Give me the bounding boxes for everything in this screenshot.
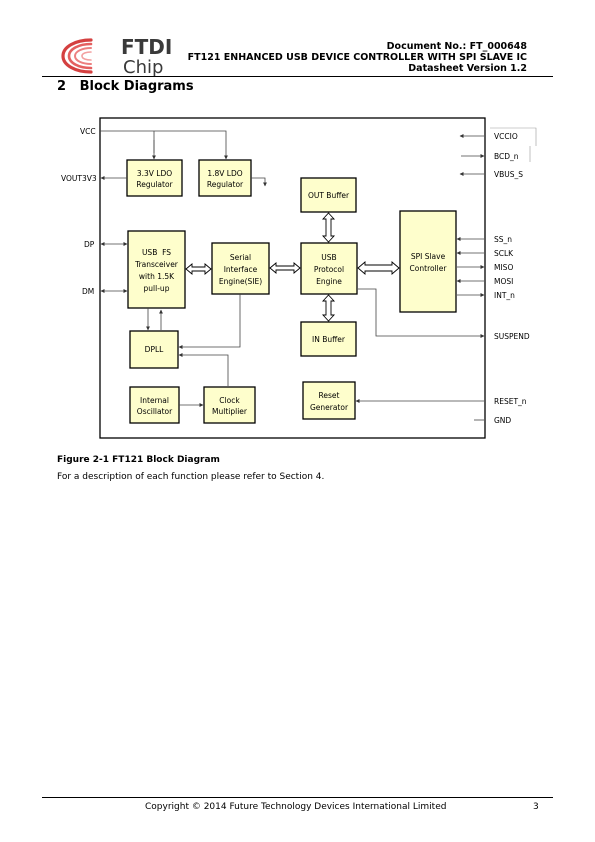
pin-ss-n: SS_n [494,235,512,244]
pin-miso: MISO [494,263,513,272]
block-reset-generator: Reset Generator [302,381,356,420]
transceiver-line-3: with 1.5K [139,272,175,281]
bus-arrow-outbuf-protocol [321,212,336,243]
header-divider [42,76,553,77]
ldo18-line-2: Regulator [207,180,244,189]
spi-line-1: SPI Slave [411,252,446,261]
block-internal-oscillator: Internal Oscillator [129,386,180,424]
spi-line-2: Controller [410,264,448,273]
out-buffer-label: OUT Buffer [308,191,350,200]
block-clock-multiplier: Clock Multiplier [203,386,256,424]
bus-arrow-protocol-spi [357,261,400,275]
ftdi-chip-logo: FTDI Chip [61,35,172,76]
datasheet-version: Datasheet Version 1.2 [408,63,527,74]
ldo33-line-1: 3.3V LDO [137,169,172,178]
vccio-bracket [490,127,537,162]
protocol-line-2: Protocol [314,265,344,274]
pin-gnd: GND [494,416,511,425]
logo-text-ftdi: FTDI [121,35,172,59]
pin-vcc: VCC [80,127,96,136]
pin-sclk: SCLK [494,249,514,258]
block-ldo-1v8: 1.8V LDO Regulator [198,159,252,197]
footer-copyright: Copyright © 2014 Future Technology Devic… [145,802,447,812]
osc-line-2: Oscillator [137,407,173,416]
logo-swoosh [61,38,93,74]
pin-dp: DP [84,240,95,249]
protocol-line-3: Engine [316,277,342,286]
bus-arrow-protocol-inbuf [321,294,336,322]
block-usb-protocol-engine: USB Protocol Engine [300,242,358,295]
pin-vccio: VCCIO [494,132,518,141]
pin-int-n: INT_n [494,291,515,300]
logo-text-chip: Chip [123,57,163,76]
bus-arrow-transceiver-sie [185,263,212,275]
pin-mosi: MOSI [494,277,513,286]
ldo18-line-1: 1.8V LDO [207,169,242,178]
transceiver-line-2: Transceiver [134,260,179,269]
footer-divider [42,797,553,798]
block-sie: Serial Interface Engine(SIE) [211,242,270,295]
section-heading: 2 Block Diagrams [57,79,194,94]
ldo33-line-2: Regulator [136,180,173,189]
sie-line-3: Engine(SIE) [219,277,262,286]
page-number: 3 [533,802,539,812]
dpll-label: DPLL [145,345,164,354]
osc-line-1: Internal [140,396,169,405]
reset-line-1: Reset [319,391,340,400]
bus-arrow-sie-protocol [269,262,301,274]
pin-bcd-n: BCD_n [494,152,519,161]
figure-caption: Figure 2-1 FT121 Block Diagram [57,455,220,465]
document-number: Document No.: FT_000648 [386,41,527,52]
clk-line-2: Multiplier [212,407,248,416]
pin-reset-n: RESET_n [494,397,527,406]
product-title: FT121 ENHANCED USB DEVICE CONTROLLER WIT… [187,52,527,63]
left-pin-labels: VCC VOUT3V3 DP DM [61,127,97,296]
right-pin-labels: VCCIO BCD_n VBUS_S SS_n SCLK MISO MOSI I… [494,132,530,425]
block-spi-slave-controller: SPI Slave Controller [399,210,457,313]
reset-line-2: Generator [310,403,349,412]
pin-dm: DM [82,287,94,296]
figure-description: For a description of each function pleas… [57,472,325,482]
block-ldo-3v3: 3.3V LDO Regulator [126,159,183,197]
ft121-block-diagram: 3.3V LDO Regulator 1.8V LDO Regulator OU… [61,117,537,439]
block-usb-transceiver: USB FS Transceiver with 1.5K pull-up [127,230,186,309]
block-dpll: DPLL [129,330,179,369]
in-buffer-label: IN Buffer [312,335,346,344]
sie-line-2: Interface [224,265,258,274]
pin-suspend: SUSPEND [494,332,530,341]
protocol-line-1: USB [321,253,336,262]
pin-vout3v3: VOUT3V3 [61,174,97,183]
signal-connectors [100,130,485,407]
bus-arrows [185,212,400,322]
transceiver-line-4: pull-up [144,284,170,293]
transceiver-line-1: USB FS [142,248,171,257]
block-in-buffer: IN Buffer [300,321,357,357]
sie-line-1: Serial [230,253,251,262]
block-out-buffer: OUT Buffer [300,177,357,213]
pin-vbus-s: VBUS_S [494,170,523,179]
clk-line-1: Clock [219,396,240,405]
